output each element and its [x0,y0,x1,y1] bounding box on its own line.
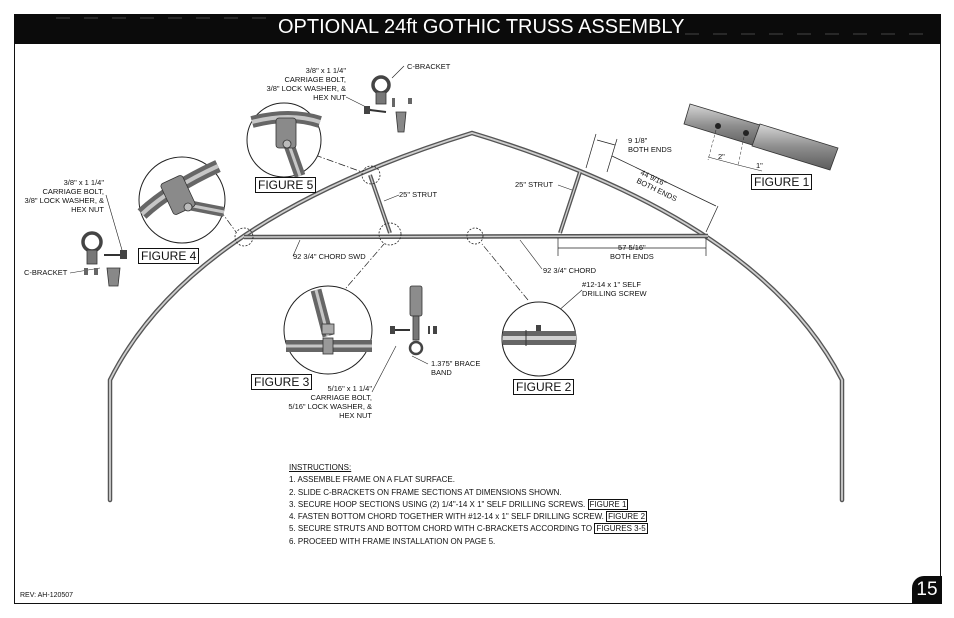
page-frame [14,14,941,604]
struts [368,171,582,234]
dim-label-2: 2" [718,152,725,161]
instruction-step-6: 6. PROCEED WITH FRAME INSTALLATION ON PA… [289,536,496,546]
figure1-callout: FIGURE 1 [751,174,813,190]
revision-label: REV: AH-120507 [20,592,74,599]
bolt-label-bottom: 5/16" x 1 1/4" CARRIAGE BOLT, 5/16" LOCK… [288,384,372,420]
cbracket-label-top: C-BRACKET [407,62,451,71]
instruction-step-2: 2. SLIDE C-BRACKETS ON FRAME SECTIONS AT… [289,487,562,497]
instructions-heading: INSTRUCTIONS: [289,463,352,472]
instruction-step-1: 1. ASSEMBLE FRAME ON A FLAT SURFACE. [289,475,455,485]
joint-markers [234,165,484,247]
screw-label: #12-14 x 1" SELF DRILLING SCREW [582,280,647,298]
cbracket-hardware-left [81,231,127,287]
figure4-callout: FIGURE 4 [138,248,200,264]
instruction-step-5-ref: FIGURES 3-5 [594,523,648,535]
instruction-step-3-ref: FIGURE 1 [587,498,629,510]
figure3-detail [283,285,373,375]
cbracket-label-left: C-BRACKET [24,268,68,277]
dim-label-9: 9 1/8" BOTH ENDS [628,136,672,154]
figure3-callout: FIGURE 3 [251,374,313,390]
instruction-step-4-ref: FIGURE 2 [606,511,648,523]
gothic-hoop [107,130,845,503]
title-bar [14,14,941,44]
dimension-lines [557,133,719,256]
strut-label-left: 25" STRUT [399,190,438,199]
page-title: OPTIONAL 24ft GOTHIC TRUSS ASSEMBLY [278,16,685,38]
instruction-step-4: 4. FASTEN BOTTOM CHORD TOGETHER WITH #12… [289,511,648,523]
bolt-label-top: 3/8" x 1 1/4" CARRIAGE BOLT, 3/8" LOCK W… [266,66,347,102]
figure1-detail [683,103,839,172]
instruction-step-5-text: 5. SECURE STRUTS AND BOTTOM CHORD WITH C… [289,524,593,534]
figure2-callout: FIGURE 2 [513,379,575,395]
dim-label-1: 1" [756,161,763,170]
figure5-detail [246,102,322,178]
chord-swd-label: 92 3/4" CHORD SWD [293,252,366,261]
brace-band-label: 1.375" BRACE BAND [431,359,481,377]
dim-label-57: 57 5/16" BOTH ENDS [610,243,654,261]
strut-label-right: 25" STRUT [515,180,554,189]
instruction-step-3: 3. SECURE HOOP SECTIONS USING (2) 1/4"-1… [289,498,648,511]
page-number: 15 [912,576,942,604]
brace-band-hardware [390,285,437,356]
bottom-chord [243,233,709,240]
chord-label: 92 3/4" CHORD [543,266,597,275]
instructions: INSTRUCTIONS: 1. ASSEMBLE FRAME ON A FLA… [289,462,648,548]
figure4-detail [137,156,226,244]
instruction-step-3-text: 3. SECURE HOOP SECTIONS USING (2) 1/4"-1… [289,499,586,509]
figure5-callout: FIGURE 5 [255,177,317,193]
title-dashes [56,17,923,35]
instruction-step-5: 5. SECURE STRUTS AND BOTTOM CHORD WITH C… [289,523,648,535]
bolt-label-left: 3/8" x 1 1/4" CARRIAGE BOLT, 3/8" LOCK W… [24,178,105,214]
instruction-step-4-text: 4. FASTEN BOTTOM CHORD TOGETHER WITH #12… [289,512,604,522]
figure2-detail [501,301,577,377]
cbracket-hardware-top [364,75,412,133]
